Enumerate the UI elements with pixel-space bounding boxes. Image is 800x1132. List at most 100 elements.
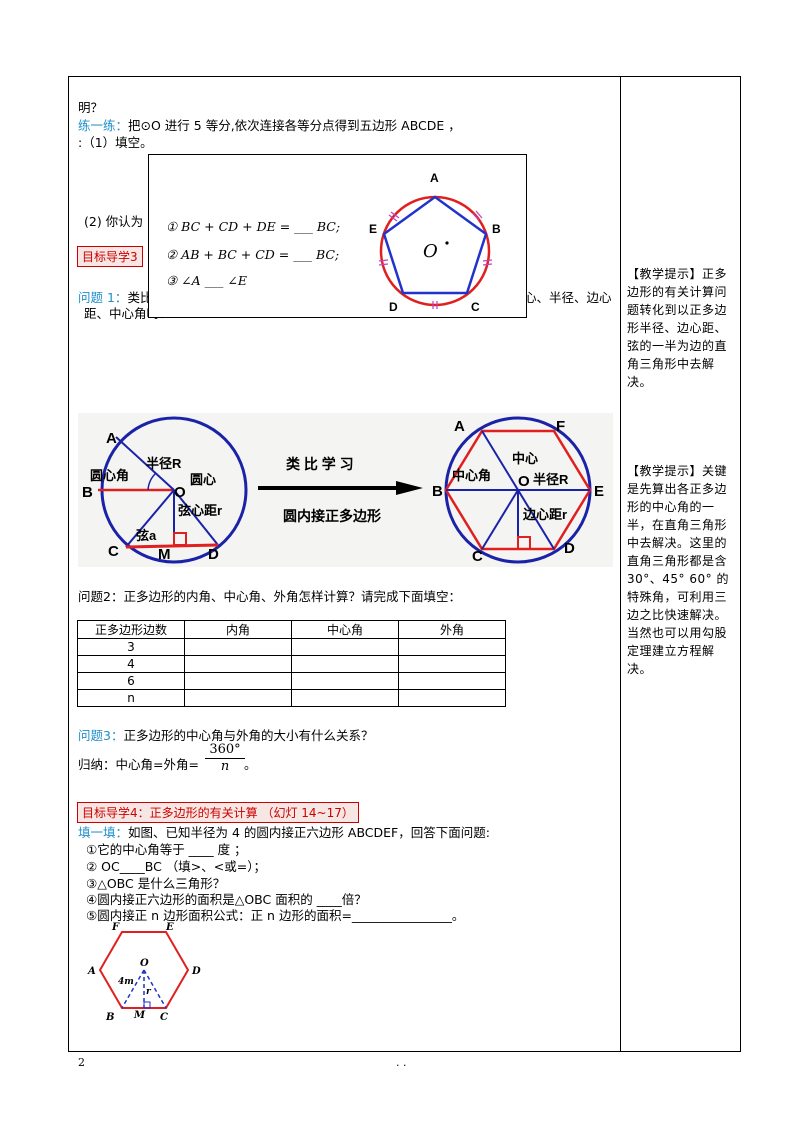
table-cell[interactable] [291, 689, 399, 707]
section3-header: 目标导学3 [77, 246, 143, 267]
q3-line: 问题3：正多边形的中心角与外角的大小有什么关系？ [78, 725, 373, 744]
table-cell[interactable] [184, 672, 292, 690]
pentagon-label-d: D [389, 300, 398, 313]
table-cell[interactable] [398, 672, 506, 690]
table-row: n [77, 689, 506, 707]
fill-item-5: ⑤圆内接正 n 边形面积公式：正 n 边形的面积=_______________… [86, 908, 465, 923]
right-label-a: A [454, 418, 465, 435]
table-header: 正多边形边数 [77, 620, 185, 639]
hexagon-figure: F E A D B C M O 4m r [87, 922, 201, 1023]
left-radius-label: 半径R [146, 456, 182, 471]
practice-line: 练一练：把⊙O 进行 5 等分,依次连接各等分点得到五边形 ABCDE ， [78, 115, 461, 134]
hex-label-c: C [160, 1012, 168, 1023]
table-row: 4 [77, 655, 506, 673]
analogy-diagram: A B O C M D 半径R 圆心角 圆心 弦心距r 弦a 类 比 学 习 圆… [78, 413, 613, 567]
fraction-numerator: 360° [205, 742, 245, 759]
line-ming: 明？ [78, 100, 104, 115]
right-center-label: 中心 [512, 451, 538, 466]
q3-label: 问题3： [78, 728, 124, 743]
right-apothem-label: 边心距r [522, 507, 567, 522]
left-label-b: B [82, 484, 93, 501]
q1-text-right: 心、半径、边心 [524, 290, 612, 305]
table-header: 中心角 [291, 620, 399, 639]
popup-box: ① BC + CD + DE = ___ BC; ② AB + BC + CD … [148, 154, 527, 318]
table-cell: 6 [77, 672, 185, 690]
hex-label-e: E [165, 922, 174, 933]
left-chord-label: 弦a [136, 528, 157, 543]
hex-label-a: A [87, 966, 96, 977]
left-center-label: 圆心 [190, 472, 216, 487]
hex-label-d: D [191, 966, 201, 977]
table-cell: 4 [77, 655, 185, 673]
right-label-c: C [472, 548, 483, 565]
left-apothem-label: 弦心距r [178, 503, 222, 518]
worksheet-frame [68, 76, 741, 1052]
arrow-bottom-text: 圆内接正多边形 [283, 508, 381, 524]
table-cell[interactable] [291, 638, 399, 656]
table-cell: 3 [77, 638, 185, 656]
fraction-denominator: n [220, 759, 230, 774]
left-label-d: D [208, 546, 219, 563]
table-cell[interactable] [184, 689, 292, 707]
left-label-o: O [174, 484, 186, 501]
table-row: 3 [77, 638, 506, 656]
table-cell[interactable] [291, 672, 399, 690]
table-cell[interactable] [291, 655, 399, 673]
practice-label: 练一练： [78, 118, 129, 133]
hex-label-o: O [140, 958, 149, 969]
right-radius-label: 半径R [533, 472, 569, 487]
hex-label-f: F [111, 922, 120, 933]
fill-item-4: ④圆内接正六边形的面积是△OBC 面积的 ____倍？ [86, 892, 367, 907]
fill-item-1: ①它的中心角等于 ____ 度 ； [86, 842, 247, 857]
table-header: 内角 [184, 620, 292, 639]
table-cell[interactable] [184, 638, 292, 656]
table-cell[interactable] [398, 638, 506, 656]
fill-text: 如图、已知半径为 4 的圆内接正六边形 ABCDEF，回答下面问题: [128, 825, 490, 840]
fill-item-3: ③△OBC 是什么三角形？ [86, 876, 226, 891]
pentagon-center-label: O [423, 241, 438, 262]
teaching-note-1: 【教学提示】正多边形的有关计算问题转化到以正多边形半径、边心距、弦的一半为边的直… [627, 267, 728, 389]
hex-label-m: M [133, 1010, 146, 1021]
right-label-e: E [594, 483, 604, 500]
pentagon-label-c: C [471, 300, 480, 313]
right-label-b: B [432, 483, 443, 500]
right-label-o: O [518, 473, 530, 490]
q1-text: 类比 [127, 290, 153, 305]
q3-conclusion: 归纳：中心角=外角= [78, 757, 199, 772]
polygon-angle-table: 正多边形边数 内角 中心角 外角 3 4 6 n [77, 620, 506, 707]
popup-item2: ② AB + BC + CD = ___ BC; [166, 247, 340, 262]
q1-line: 问题 1：类比 [78, 287, 152, 306]
right-label-f: F [556, 418, 565, 435]
q1-label: 问题 1： [78, 290, 128, 305]
left-center-angle-label: 圆心角 [90, 468, 129, 483]
footer-dots: . . [396, 1056, 407, 1069]
table-cell[interactable] [184, 655, 292, 673]
q3-text: 正多边形的中心角与外角的大小有什么关系？ [123, 728, 374, 743]
fill-line: 填一填：如图、已知半径为 4 的圆内接正六边形 ABCDEF，回答下面问题: [78, 822, 490, 841]
page-number: 2 [78, 1056, 85, 1069]
practice-text: 把⊙O 进行 5 等分,依次连接各等分点得到五边形 ABCDE ， [128, 118, 461, 133]
hex-label-b: B [105, 1012, 114, 1023]
table-header: 外角 [398, 620, 506, 639]
teaching-note-2: 【教学提示】关键是先算出各正多边形的中心角的一半，在直角三角形中去解决。这里的直… [627, 464, 729, 676]
table-cell[interactable] [398, 655, 506, 673]
table-cell: n [77, 689, 185, 707]
table-cell[interactable] [398, 689, 506, 707]
right-label-d: D [564, 540, 575, 557]
pentagon-label-b: B [492, 222, 501, 236]
q2-fragment: (2) 你认为 [84, 214, 144, 229]
left-label-a: A [106, 430, 117, 447]
hex-label-r: r [146, 987, 152, 997]
popup-item3: ③ ∠A ___ ∠E [166, 273, 247, 288]
pentagon-figure: A B C D E O [369, 171, 501, 313]
left-label-m: M [158, 546, 171, 563]
arrow-top-text: 类 比 学 习 [286, 456, 354, 472]
q3-suffix: 。 [244, 757, 257, 772]
right-center-angle-label: 中心角 [452, 468, 491, 483]
fill-item-2: ② OC____BC （填>、<或=）； [86, 859, 266, 874]
table-header-row: 正多边形边数 内角 中心角 外角 [77, 620, 506, 639]
section4-header: 目标导学4：正多边形的有关计算 （幻灯 14~17） [77, 802, 359, 823]
hex-label-4m: 4m [118, 977, 134, 987]
column-divider [620, 76, 621, 1052]
pentagon-label-a: A [430, 171, 439, 185]
